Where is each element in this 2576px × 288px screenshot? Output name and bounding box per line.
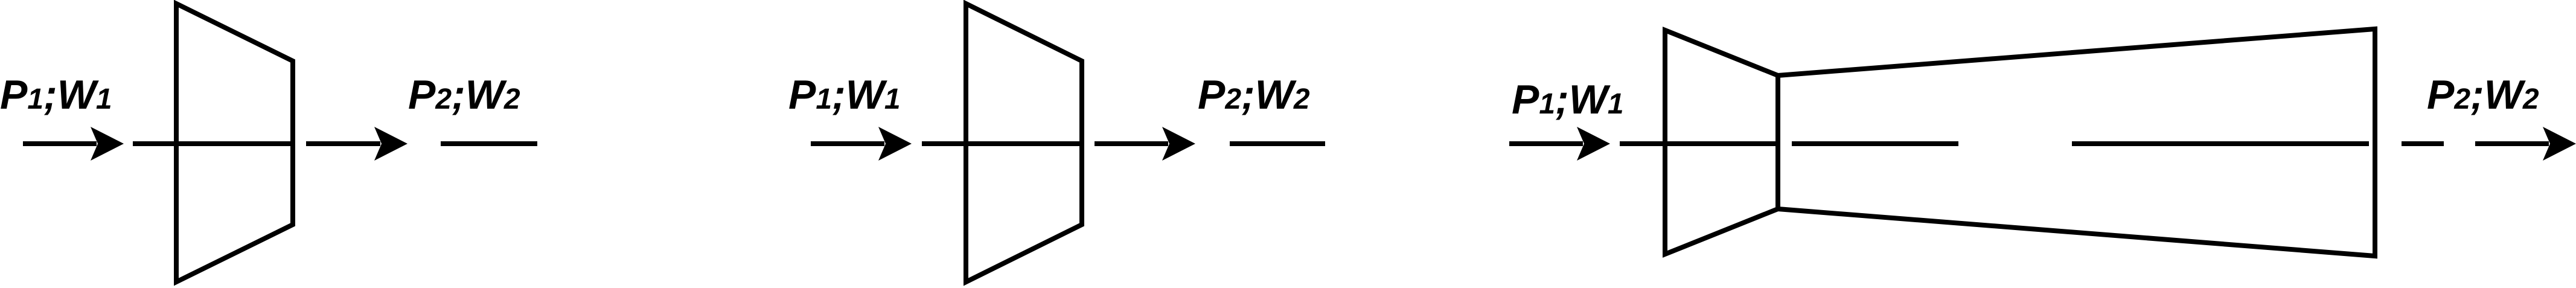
stage-2-outlet-arrow	[1095, 127, 1195, 161]
stage-1-outlet-pressure-subscript: 2	[435, 83, 452, 115]
stage-1-outlet-arrow	[306, 127, 407, 161]
stage-1-outlet-flow: W	[465, 72, 508, 118]
stage-1: P1;W1 P2;W2	[0, 0, 537, 286]
stage-1-compressor-body	[174, 0, 295, 286]
stage-3-outlet-pressure-subscript: 2	[2453, 83, 2470, 115]
stage-2-inlet-label: P1;W1	[788, 72, 901, 118]
stage-3-inlet-label: P1;W1	[1512, 77, 1624, 123]
stage-2-inlet-flow: W	[846, 72, 888, 118]
stage-1-outlet-label: P2;W2	[408, 72, 520, 118]
stage-3-inlet-pressure-subscript: 1	[1539, 88, 1555, 120]
stage-2: P1;W1 P2;W2	[788, 0, 1325, 286]
stage-2-compressor-body	[964, 0, 1084, 286]
stage-1-inlet-pressure: P	[0, 72, 28, 118]
stage-2-outlet-flow-subscript: 2	[1293, 83, 1310, 115]
stage-2-inlet-flow-subscript: 1	[884, 83, 901, 115]
stage-2-outlet-pressure: P	[1198, 72, 1226, 118]
stage-1-outlet-flow-subscript: 2	[503, 83, 520, 115]
stage-1-outlet-pressure: P	[408, 72, 436, 118]
stage-3-inlet-flow-subscript: 1	[1608, 88, 1624, 120]
stage-3-outlet-separator: ;	[2470, 72, 2484, 118]
stage-2-inlet-pressure: P	[788, 72, 816, 118]
stage-3-inlet-pressure: P	[1512, 77, 1539, 123]
stage-3-outlet-pressure: P	[2427, 72, 2455, 118]
stage-1-inlet-separator: ;	[43, 72, 57, 118]
stage-3-inlet-separator: ;	[1555, 77, 1569, 123]
stage-3-inlet-arrow	[1509, 127, 1610, 161]
stage-3-diffuser-body	[1775, 26, 2377, 259]
stage-3: P1;W1 P2;W2	[1509, 26, 2576, 259]
stage-1-inlet-label: P1;W1	[0, 72, 112, 118]
stage-2-outlet-flow: W	[1255, 72, 1297, 118]
stage-2-outlet-separator: ;	[1241, 72, 1255, 118]
stage-3-outlet-arrow	[2475, 127, 2576, 161]
stage-1-inlet-pressure-subscript: 1	[27, 83, 43, 115]
stage-1-inlet-arrow	[23, 127, 124, 161]
stage-1-inlet-flow-subscript: 1	[96, 83, 112, 115]
stage-2-outlet-label: P2;W2	[1198, 72, 1310, 118]
stage-2-inlet-pressure-subscript: 1	[816, 83, 832, 115]
stage-3-outlet-flow: W	[2484, 72, 2526, 118]
stage-2-outlet-pressure-subscript: 2	[1224, 83, 1241, 115]
stage-1-inlet-flow: W	[57, 72, 100, 118]
stage-2-inlet-arrow	[811, 127, 912, 161]
stage-2-inlet-separator: ;	[832, 72, 846, 118]
stage-3-inlet-flow: W	[1569, 77, 1611, 123]
stage-1-outlet-separator: ;	[452, 72, 465, 118]
stage-3-outlet-label: P2;W2	[2427, 72, 2539, 118]
stage-3-outlet-flow-subscript: 2	[2522, 83, 2539, 115]
